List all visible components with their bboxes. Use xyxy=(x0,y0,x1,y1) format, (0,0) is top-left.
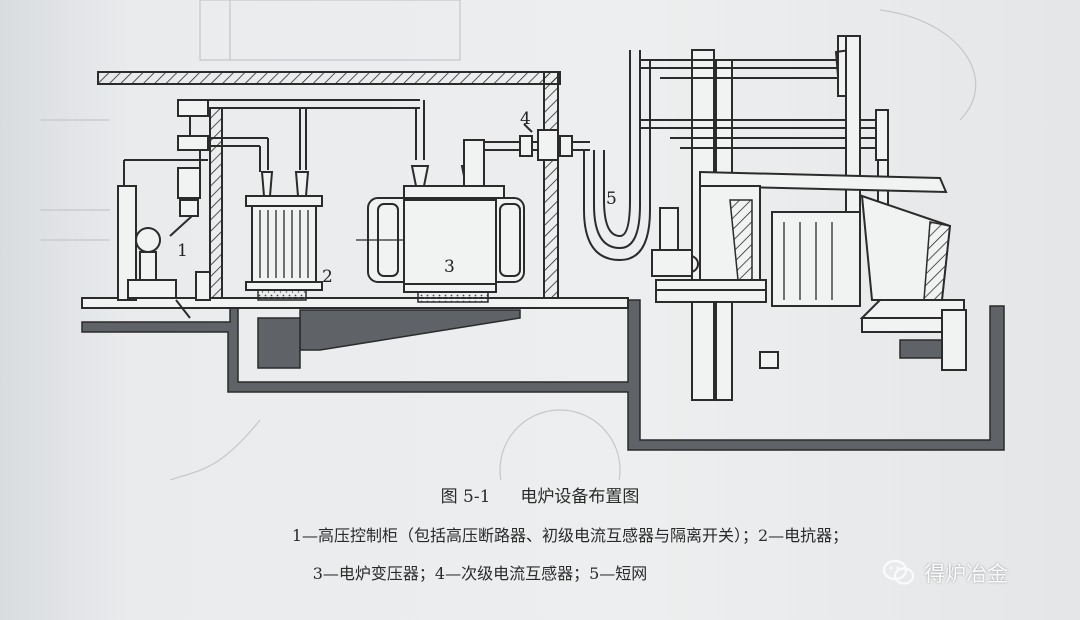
hv-control-cabinet xyxy=(117,99,211,319)
floor-foundation xyxy=(81,297,1005,451)
watermark-text: 得炉冶金 xyxy=(924,562,1008,586)
furnace-transformer xyxy=(356,165,525,303)
label-5: 5 xyxy=(606,189,617,209)
label-1: 1 xyxy=(177,241,188,261)
wechat-icon xyxy=(882,559,915,585)
short-network-cables xyxy=(583,50,651,262)
figure-title: 图 5-1 电炉设备布置图 xyxy=(0,482,1080,507)
furnace-body xyxy=(699,170,967,371)
secondary-current-transformer xyxy=(463,123,590,187)
label-3: 3 xyxy=(444,257,455,277)
reactor xyxy=(245,171,323,301)
legend-line-1: 1—高压控制柜（包括高压断路器、初级电流互感器与隔离开关）；2—电抗器； xyxy=(291,526,849,545)
electrode-mast xyxy=(640,35,889,401)
figure-number: 图 5-1 xyxy=(440,487,491,507)
label-4: 4 xyxy=(520,109,531,129)
busbars xyxy=(208,99,425,172)
legend-line-2: 3—电炉变压器；4—次级电流互感器；5—短网 xyxy=(312,564,648,583)
figure-title-text: 电炉设备布置图 xyxy=(520,487,640,507)
equipment-layout-drawing: 1 2 3 4 5 xyxy=(40,0,1005,480)
label-2: 2 xyxy=(322,267,333,287)
watermark: 得炉冶金 xyxy=(882,553,1008,593)
tilting-mechanism xyxy=(651,207,779,369)
